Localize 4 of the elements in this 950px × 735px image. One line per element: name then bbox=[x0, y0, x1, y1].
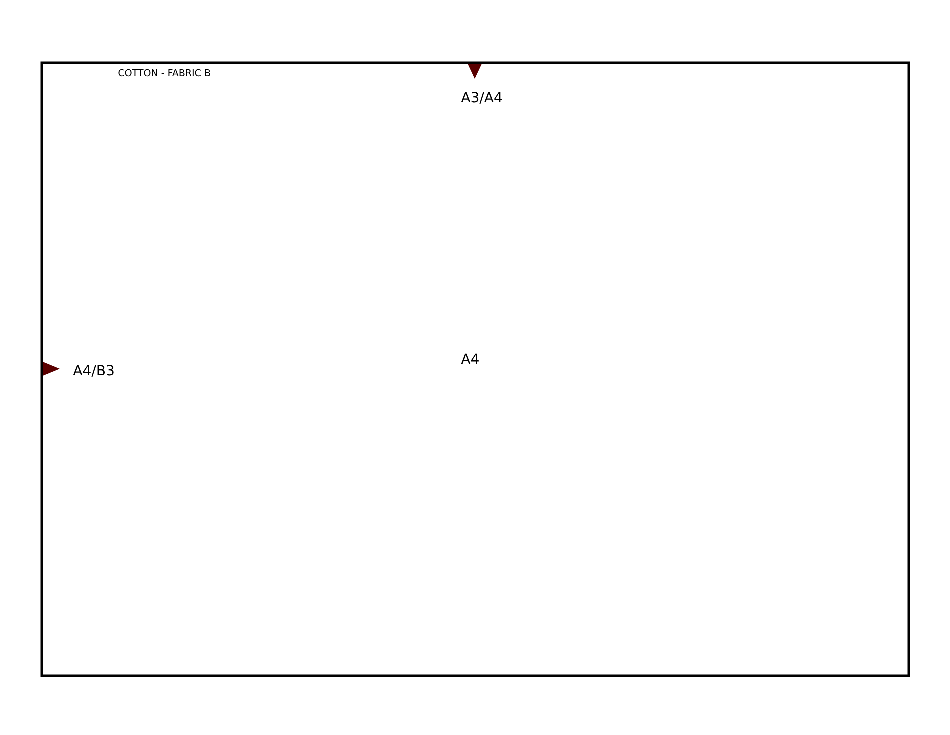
piece-title: COTTON - FABRIC B bbox=[118, 69, 210, 77]
notch-label: A3/A4 bbox=[461, 92, 502, 104]
piece-label: A4 bbox=[461, 354, 479, 364]
notch-label: A4/B3 bbox=[73, 365, 114, 377]
